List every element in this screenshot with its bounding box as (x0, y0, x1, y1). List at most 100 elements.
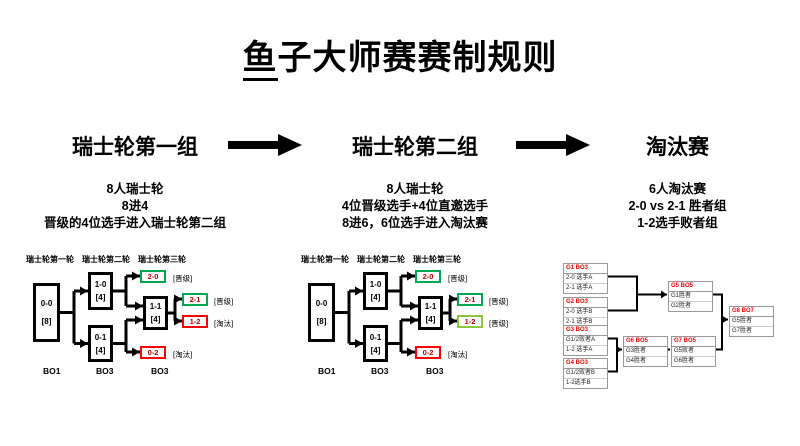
section-heading-swiss-group1: 瑞士轮第一组 (72, 136, 198, 159)
bracket-match-g5: G5 BO5 G1胜者 G2胜者 (668, 281, 713, 312)
swiss-diagram-group2: 瑞士轮第一轮 瑞士轮第二轮 瑞士轮第三轮 0-0 [8] 1-0 [4] 0-1… (293, 252, 533, 387)
player-count: [4] (370, 345, 381, 355)
bracket-match-g4: G4 BO3 G1/2败者B 1-2选手B (563, 358, 608, 389)
result-box-0-2: 0-2 (140, 346, 166, 359)
player-count: [4] (95, 293, 106, 302)
score: 0-2 (147, 348, 159, 357)
desc-line: 6人淘汰赛 (649, 182, 706, 196)
score: 0-2 (422, 348, 434, 357)
match-slot: G5败者 (674, 348, 695, 354)
player-count: [4] (425, 315, 436, 324)
bracket-match-g3: G3 BO3 G1/2败者A 1-2 选手A (563, 325, 608, 356)
bo-label: BO3 (96, 366, 114, 376)
knockout-bracket-diagram: G1 BO3 2-0 选手A 2-1 选手A G2 BO3 2-0 选手B 2-… (556, 255, 800, 389)
bo-label: BO1 (43, 366, 61, 376)
desc-line: 8人瑞士轮 (386, 182, 444, 196)
section-heading-swiss-group2: 瑞士轮第二组 (352, 136, 478, 159)
column-label-round2: 瑞士轮第二轮 (82, 255, 130, 264)
right-arrow-icon (228, 133, 302, 157)
desc-line: 2-0 vs 2-1 胜者组 (628, 199, 727, 213)
result-box-2-0: 2-0 (415, 270, 441, 283)
column-label-round1: 瑞士轮第一轮 (301, 255, 349, 264)
column-label-round3: 瑞士轮第三轮 (413, 255, 461, 264)
bo-label: BO3 (151, 366, 169, 376)
match-id: G6 BO5 (624, 337, 667, 347)
bo-label: BO3 (371, 366, 389, 376)
bracket-match-g8: G8 BO7 G5胜者 G7胜者 (729, 306, 774, 337)
column-label-round3: 瑞士轮第三轮 (138, 255, 186, 264)
bracket-match-g1: G1 BO3 2-0 选手A 2-1 选手A (563, 263, 608, 294)
score: 0-0 (315, 299, 328, 308)
match-slot: G1胜者 (671, 293, 692, 299)
page-title: 鱼子大师赛赛制规则 (0, 30, 800, 81)
match-box-0-0: 0-0 [8] (308, 283, 335, 342)
match-slot: 1-2 选手A (564, 345, 607, 355)
score: 0-0 (40, 299, 53, 308)
bracket-match-g2: G2 BO3 2-0 选手B 2-1 选手B (563, 297, 608, 328)
match-box-0-1: 0-1 [4] (363, 325, 388, 362)
score: 0-1 (94, 332, 107, 342)
result-tag-eliminate: [淘汰] (173, 350, 193, 359)
result-box-2-1: 2-1 (182, 293, 208, 306)
result-tag-eliminate: [淘汰] (448, 350, 468, 359)
score: 2-1 (464, 295, 476, 304)
player-count: [4] (370, 293, 381, 302)
desc-line: 晋级的4位选手进入瑞士轮第二组 (44, 216, 226, 230)
desc-line: 8进6，6位选手进入淘汰赛 (342, 216, 488, 230)
swiss-group2-description: 8人瑞士轮 4位晋级选手+4位直邀选手 8进6，6位选手进入淘汰赛 (290, 181, 540, 232)
score: 1-2 (189, 317, 201, 326)
match-id: G1 BO3 (564, 264, 607, 274)
match-slot: G1/2败者A (566, 337, 596, 343)
match-slot: 2-0 选手B (566, 309, 593, 315)
score: 1-1 (424, 302, 437, 311)
bracket-connector-lines (608, 275, 728, 373)
column-label-round2: 瑞士轮第二轮 (357, 255, 405, 264)
match-slot: 2-0 选手A (566, 275, 593, 281)
match-box-0-0: 0-0 [8] (33, 283, 60, 342)
match-id: G3 BO3 (564, 326, 607, 336)
score: 2-0 (147, 272, 159, 281)
match-slot: 1-2选手B (564, 378, 607, 388)
match-box-0-1: 0-1 [4] (88, 325, 113, 362)
desc-line: 4位晋级选手+4位直邀选手 (341, 199, 489, 213)
result-box-2-0: 2-0 (140, 270, 166, 283)
score: 1-1 (149, 302, 162, 311)
score: 2-1 (189, 295, 201, 304)
match-slot: G3胜者 (626, 348, 647, 354)
match-slot: 2-1 选手A (564, 283, 607, 293)
desc-line: 8人瑞士轮 (106, 182, 164, 196)
result-box-1-2: 1-2 (182, 315, 208, 328)
swiss-connector-lines (60, 271, 182, 357)
result-tag-promote: [晋级] (173, 274, 193, 283)
player-count: [8] (41, 317, 52, 326)
result-box-1-2: 1-2 (457, 315, 483, 328)
result-tag-promote: [晋级] (448, 274, 468, 283)
match-slot: G6胜者 (672, 356, 715, 366)
result-box-0-2: 0-2 (415, 346, 441, 359)
match-id: G5 BO5 (669, 282, 712, 292)
result-tag-promote: [晋级] (214, 297, 234, 306)
match-slot: 2-1 选手B (564, 317, 607, 327)
player-count: [4] (150, 315, 161, 324)
swiss-group1-description: 8人瑞士轮 8进4 晋级的4位选手进入瑞士轮第二组 (5, 181, 265, 232)
match-slot: G5胜者 (732, 318, 753, 324)
bracket-match-g7: G7 BO5 G5败者 G6胜者 (671, 336, 716, 367)
player-count: [4] (95, 345, 106, 355)
match-id: G2 BO3 (564, 298, 607, 308)
match-id: G8 BO7 (730, 307, 773, 317)
title-rest: 子大师赛赛制规则 (277, 39, 558, 77)
title-underlined-char: 鱼 (242, 39, 278, 81)
column-label-round1: 瑞士轮第一轮 (26, 255, 74, 264)
desc-line: 8进4 (121, 199, 149, 213)
knockout-description: 6人淘汰赛 2-0 vs 2-1 胜者组 1-2选手败者组 (575, 181, 780, 232)
swiss-connector-lines (335, 271, 457, 357)
result-tag-promote: [晋级] (489, 297, 509, 306)
match-box-1-0: 1-0 [4] (88, 272, 113, 310)
match-slot: G7胜者 (730, 326, 773, 336)
right-arrow-icon (516, 133, 590, 157)
match-id: G4 BO3 (564, 359, 607, 369)
score: 1-2 (464, 317, 476, 326)
score: 0-1 (369, 332, 382, 342)
bo-label: BO3 (426, 366, 444, 376)
